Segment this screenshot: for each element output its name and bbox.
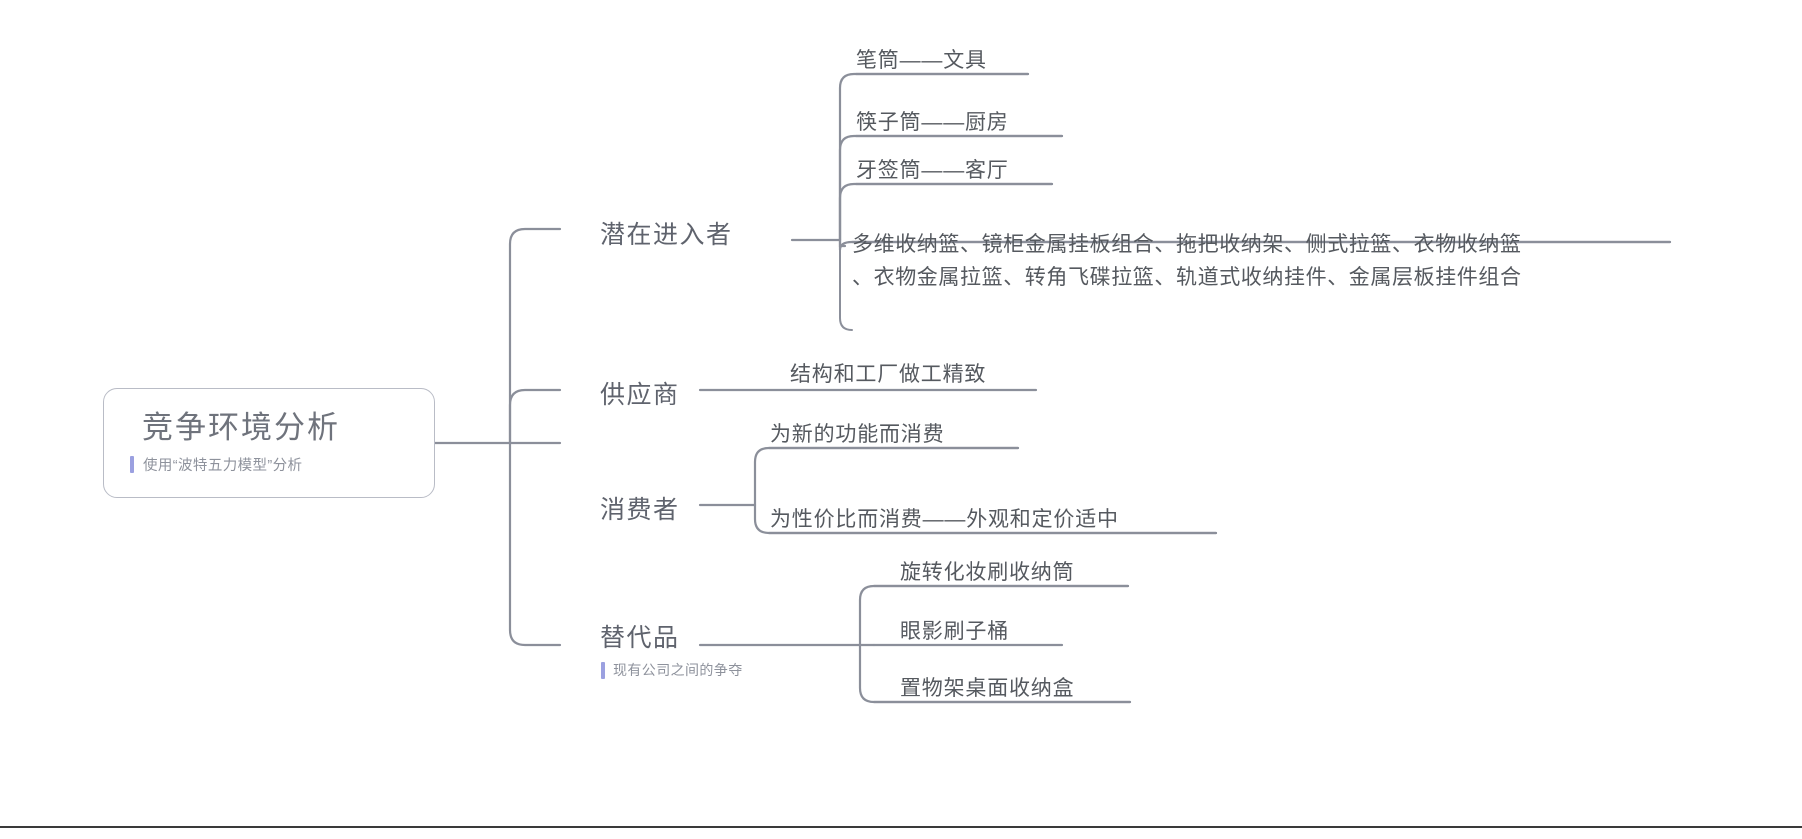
leaf-supplier-quality[interactable]: 结构和工厂做工精致 [790, 363, 987, 386]
branch-label-substitutes[interactable]: 替代品 [600, 624, 680, 652]
leaf-storage-products-list[interactable]: 多维收纳篮、镜柜金属挂板组合、拖把收纳架、侧式拉篮、衣物收纳篮 、衣物金属拉篮、… [852, 233, 1522, 289]
leaf-consume-for-function[interactable]: 为新的功能而消费 [770, 423, 945, 446]
branch-label-suppliers[interactable]: 供应商 [600, 381, 680, 409]
accent-bar-icon [130, 456, 134, 474]
leaf-pen-holder[interactable]: 笔筒——文具 [856, 49, 987, 72]
branch-label-potential-entrants[interactable]: 潜在进入者 [600, 221, 733, 249]
branch-label-consumers[interactable]: 消费者 [600, 496, 680, 524]
leaf-rotating-brush-holder[interactable]: 旋转化妆刷收纳筒 [900, 561, 1075, 584]
leaf-eyeshadow-brush-bucket[interactable]: 眼影刷子桶 [900, 620, 1009, 643]
leaf-chopstick-holder[interactable]: 筷子筒——厨房 [856, 111, 1009, 134]
branch-substitutes-subtitle: 现有公司之间的争夺 [613, 662, 743, 678]
page-bottom-rule [0, 826, 1802, 828]
leaf-desktop-storage-box[interactable]: 置物架桌面收纳盒 [900, 677, 1075, 700]
branch-substitutes-subtitle-row: 现有公司之间的争夺 [601, 660, 743, 680]
leaf-toothpick-holder[interactable]: 牙签筒——客厅 [856, 159, 1009, 182]
root-title: 竞争环境分析 [142, 409, 340, 445]
accent-bar-icon [601, 661, 605, 679]
root-subtitle: 使用“波特五力模型”分析 [143, 458, 303, 475]
root-node[interactable]: 竞争环境分析 使用“波特五力模型”分析 [103, 388, 435, 498]
leaf-consume-for-value[interactable]: 为性价比而消费——外观和定价适中 [770, 508, 1119, 531]
root-subtitle-row: 使用“波特五力模型”分析 [104, 454, 434, 475]
